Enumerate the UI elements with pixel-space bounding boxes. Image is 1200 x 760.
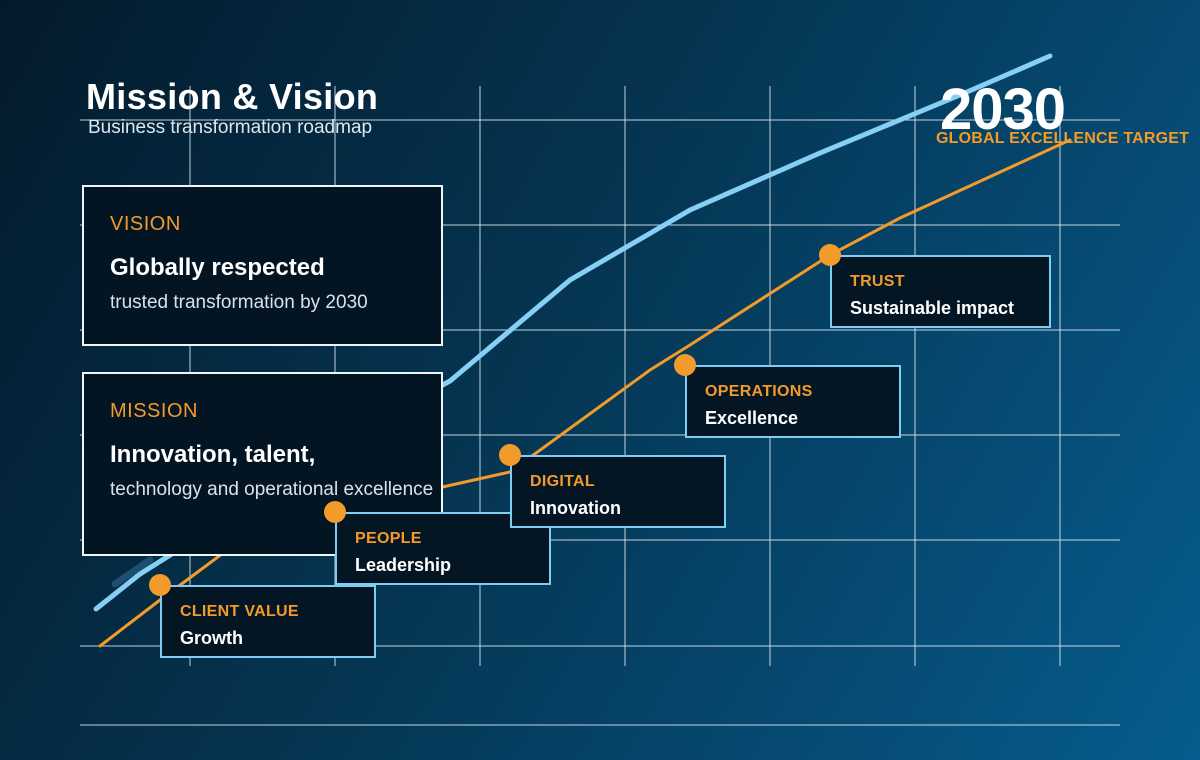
milestone-category: CLIENT VALUE xyxy=(180,603,299,620)
milestone-label: Growth xyxy=(180,628,243,648)
milestone-marker-digital xyxy=(499,444,521,466)
mission-headline: Innovation, talent, xyxy=(110,441,316,468)
milestone-operations: OPERATIONS Excellence xyxy=(685,365,901,438)
vision-headline: Globally respected xyxy=(110,254,325,281)
trajectory-line-blue xyxy=(93,53,1053,612)
milestone-label: Leadership xyxy=(355,555,452,575)
target-label: GLOBAL EXCELLENCE TARGET xyxy=(936,130,1190,147)
milestone-label: Excellence xyxy=(705,408,799,428)
milestone-digital: DIGITAL Innovation xyxy=(510,455,726,528)
vision-heading: VISION xyxy=(110,213,181,235)
milestone-label: Sustainable impact xyxy=(850,298,1015,318)
milestone-client-value: CLIENT VALUE Growth xyxy=(160,585,376,658)
milestone-marker-people xyxy=(324,501,346,523)
mission-detail: technology and operational excellence xyxy=(110,479,434,500)
milestone-category: DIGITAL xyxy=(530,473,595,490)
milestone-trust: TRUST Sustainable impact xyxy=(830,255,1051,328)
milestone-marker-trust xyxy=(819,244,841,266)
milestone-category: TRUST xyxy=(850,273,905,290)
target-year: 2030 xyxy=(940,77,1066,142)
vision-detail: trusted transformation by 2030 xyxy=(110,292,368,313)
mission-heading: MISSION xyxy=(110,400,198,422)
trajectory-shadow-mark xyxy=(111,556,154,588)
vision-panel: VISION Globally respected trusted transf… xyxy=(82,185,443,346)
milestone-category: PEOPLE xyxy=(355,530,422,547)
milestone-label: Innovation xyxy=(530,498,621,518)
milestone-marker-operations xyxy=(674,354,696,376)
milestone-marker-client-value xyxy=(149,574,171,596)
milestone-category: OPERATIONS xyxy=(705,383,813,400)
page-subtitle: Business transformation roadmap xyxy=(88,117,373,138)
page-title: Mission & Vision xyxy=(86,76,379,117)
